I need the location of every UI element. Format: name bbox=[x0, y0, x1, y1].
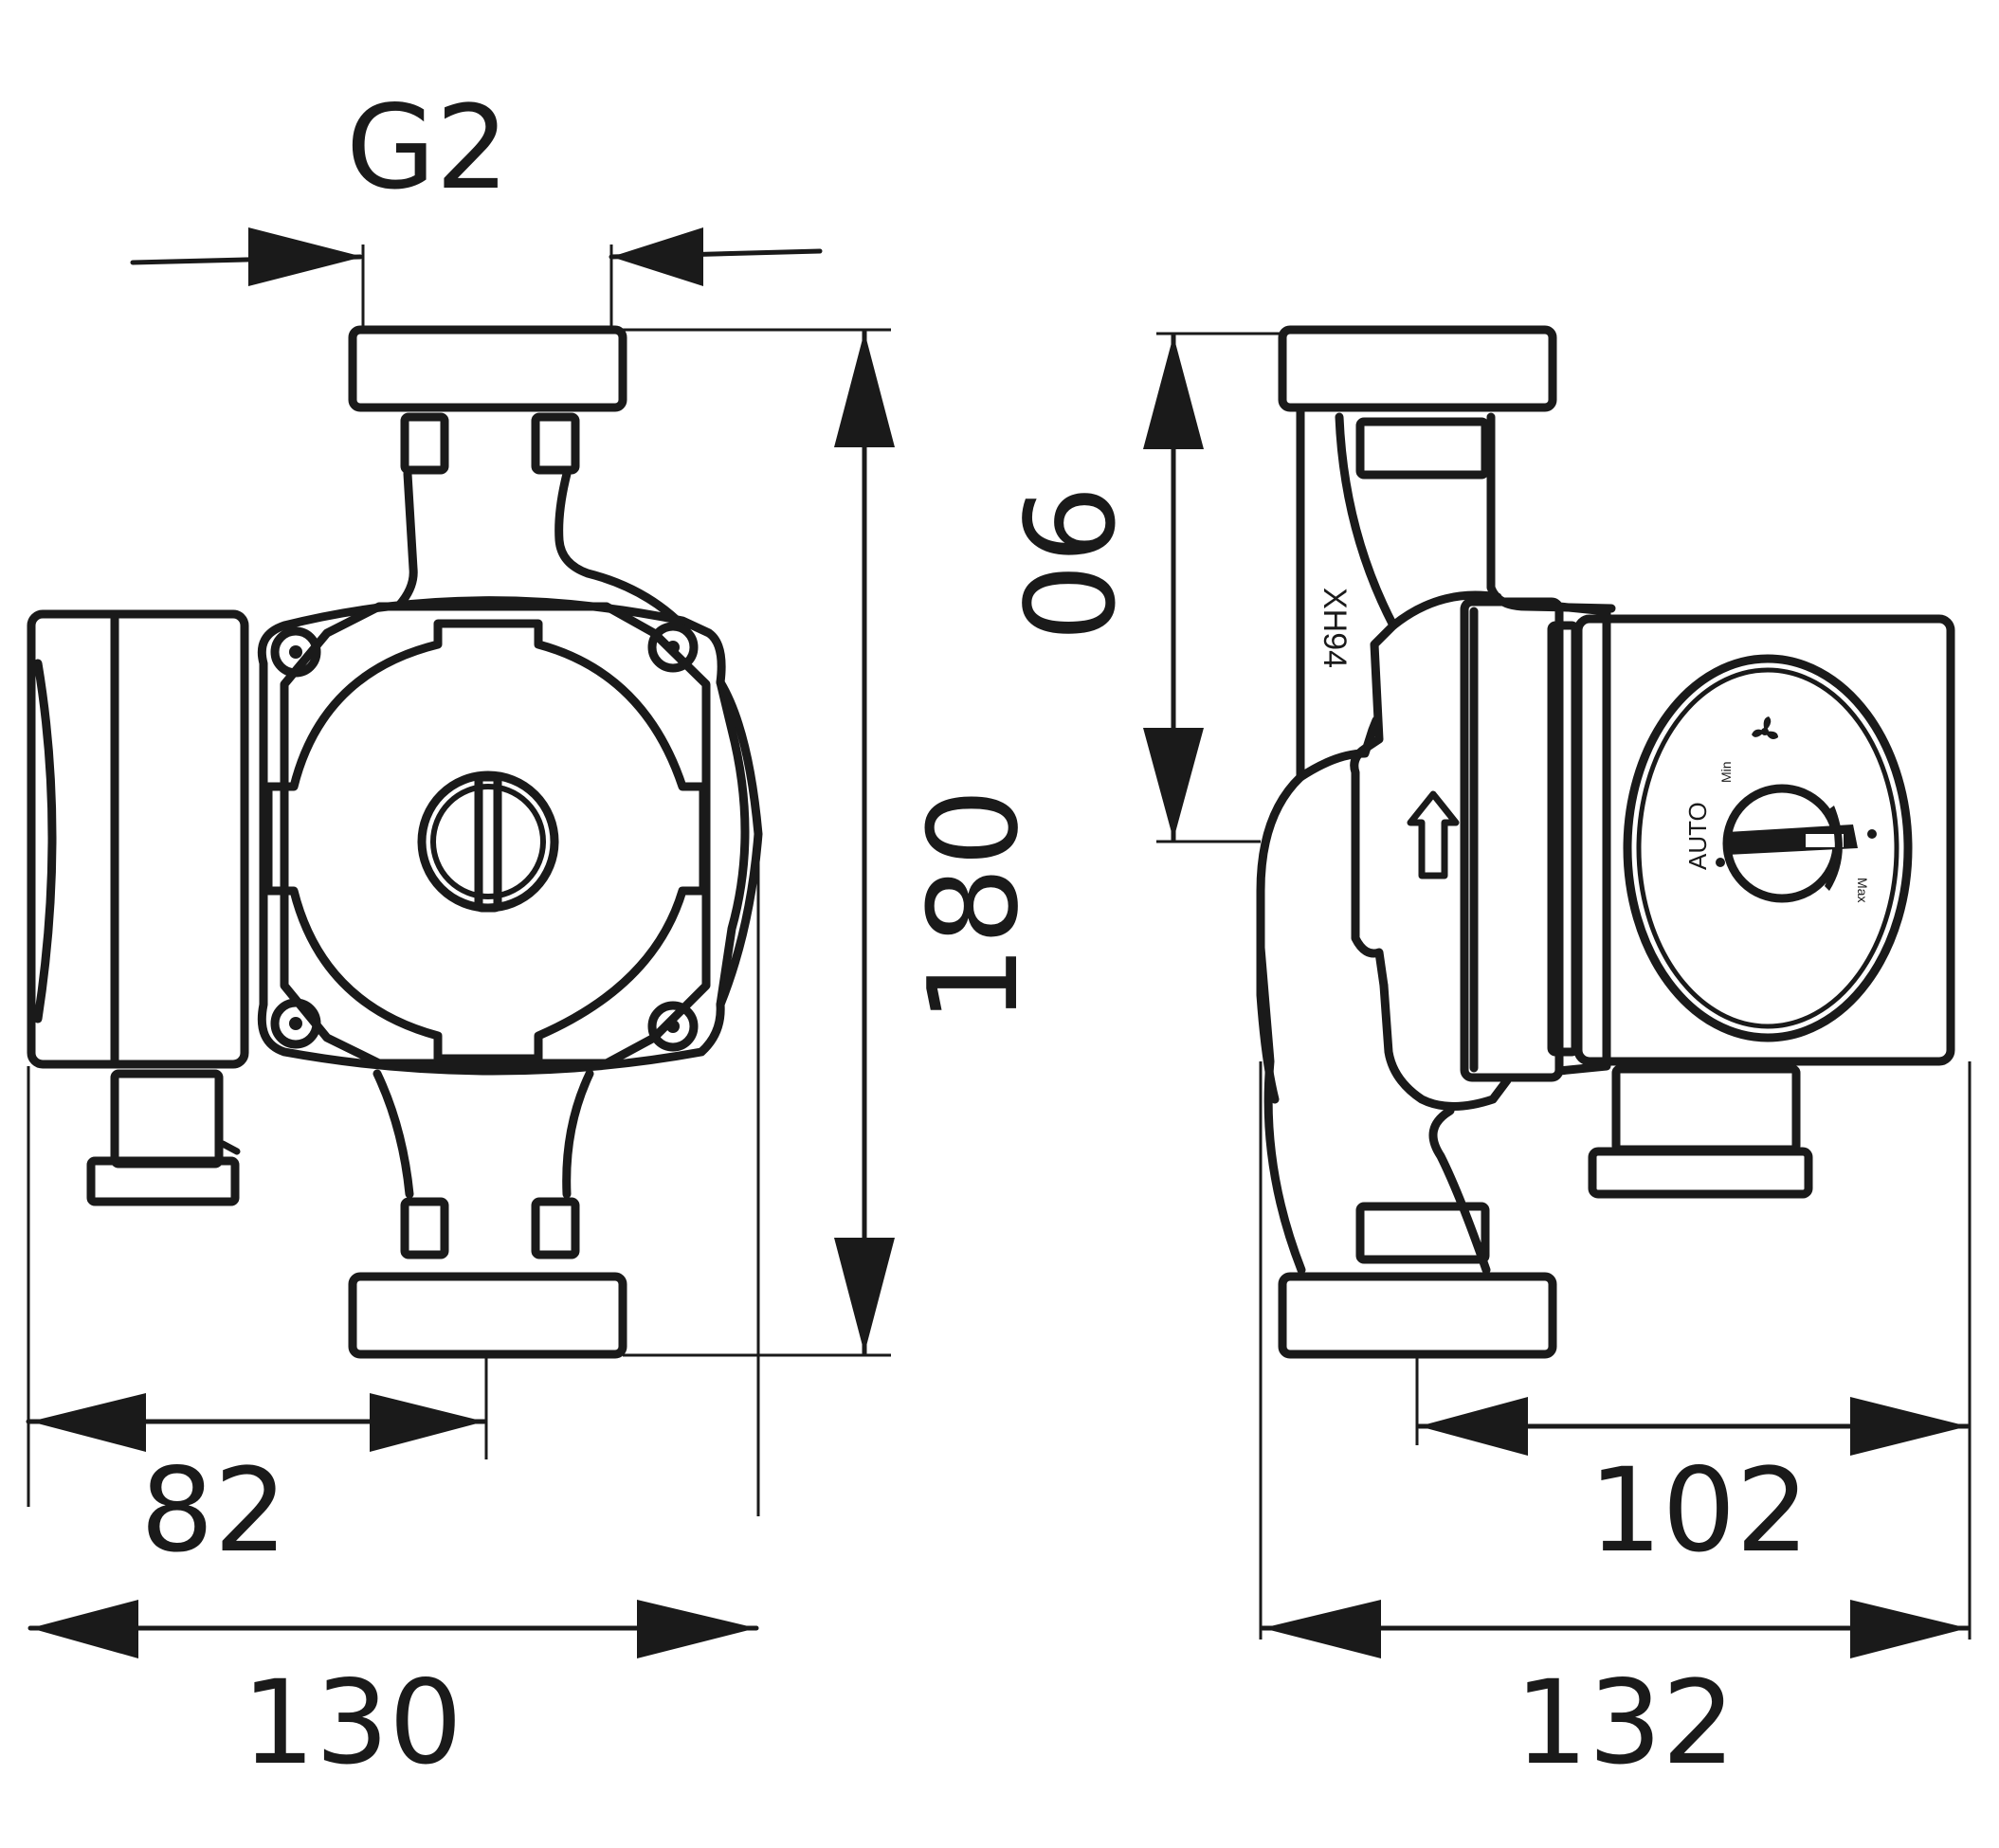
dimension-lines bbox=[26, 227, 1972, 1658]
speed-selector-knob[interactable] bbox=[1722, 784, 1858, 903]
side-adapter-plate bbox=[1460, 597, 1564, 1082]
side-width-label: 132 bbox=[1515, 1656, 1735, 1790]
flow-direction-arrow-icon bbox=[1407, 790, 1460, 879]
speed-selector-face bbox=[1623, 654, 1913, 1042]
front-view bbox=[27, 325, 763, 1359]
front-vent-screw bbox=[417, 770, 559, 913]
side-pump-body bbox=[1256, 772, 1305, 1104]
side-view: AUTO Min Max XH94 bbox=[1256, 325, 1955, 1359]
side-cable-socket bbox=[1611, 1064, 1801, 1154]
front-bottom-flange bbox=[348, 1272, 627, 1359]
port-offset-label: 90 bbox=[994, 485, 1138, 642]
left-offset-label: 82 bbox=[140, 1443, 287, 1578]
front-bolts bbox=[270, 622, 699, 1052]
side-top-flange bbox=[1278, 325, 1557, 412]
front-width-label: 130 bbox=[242, 1656, 463, 1790]
front-cable-gland bbox=[110, 1069, 224, 1169]
side-bottom-flange bbox=[1278, 1272, 1557, 1359]
right-offset-label: 102 bbox=[1589, 1443, 1809, 1578]
max-label: Max bbox=[1855, 878, 1870, 902]
model-code: XH94 bbox=[1317, 588, 1353, 668]
front-terminal-box bbox=[27, 609, 249, 1069]
fan-icon bbox=[1752, 716, 1778, 739]
height-label: 180 bbox=[901, 788, 1045, 1024]
dimension-labels: G2 180 90 82 130 102 132 bbox=[140, 81, 1809, 1790]
thread-size-label: G2 bbox=[346, 81, 509, 215]
side-control-box bbox=[1573, 614, 1955, 1066]
auto-label: AUTO bbox=[1683, 802, 1712, 870]
min-label: Min bbox=[1718, 761, 1734, 783]
front-top-flange bbox=[348, 325, 627, 412]
